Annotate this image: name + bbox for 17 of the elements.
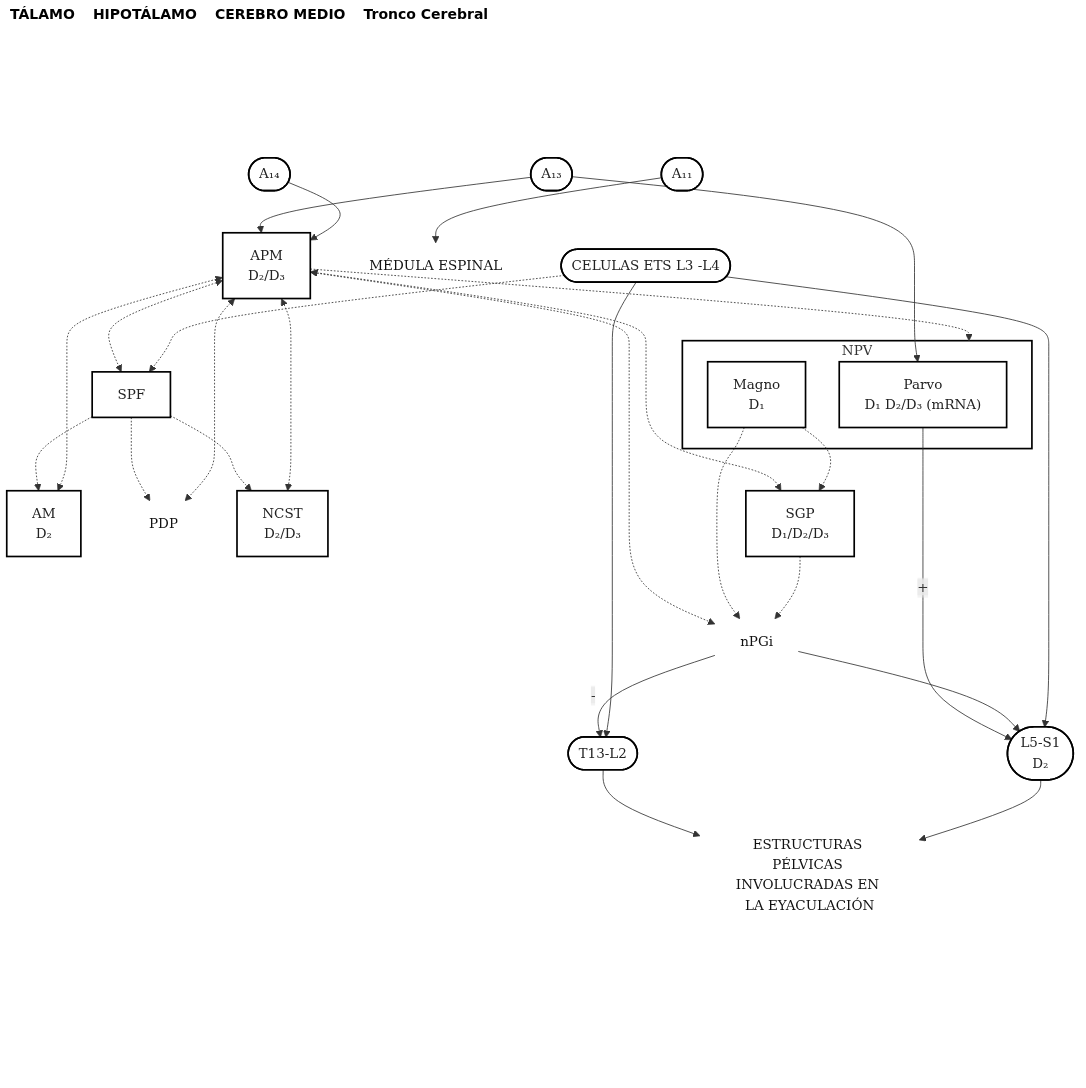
- edge-label: +: [917, 579, 929, 596]
- region-label: HIPOTÁLAMO: [92, 6, 197, 22]
- node-text: nPGi: [740, 633, 774, 650]
- node-box: SPF: [91, 371, 172, 419]
- region-label: TÁLAMO: [10, 6, 75, 22]
- node-box: SGP D₁/D₂/D₃: [745, 489, 856, 558]
- edge-label: -: [590, 687, 596, 704]
- region-label: Tronco Cerebral: [363, 6, 489, 22]
- node-box: AM D₂: [5, 489, 82, 558]
- node-box: NCST D₂/D₃: [236, 489, 329, 558]
- node-box: Magno D₁: [706, 360, 807, 429]
- node-text: MÉDULA ESPINAL: [369, 257, 503, 274]
- node-box: APM D₂/D₃: [221, 231, 312, 300]
- region-label: CEREBRO MEDIO: [214, 6, 346, 22]
- node-text: PDP: [149, 515, 178, 532]
- node-text: ESTRUCTURAS PÉLVICAS INVOLUCRADAS EN LA EYACULACIÓN: [735, 836, 880, 914]
- node-box: Parvo D₁ D₂/D₃ (mRNA): [838, 360, 1008, 429]
